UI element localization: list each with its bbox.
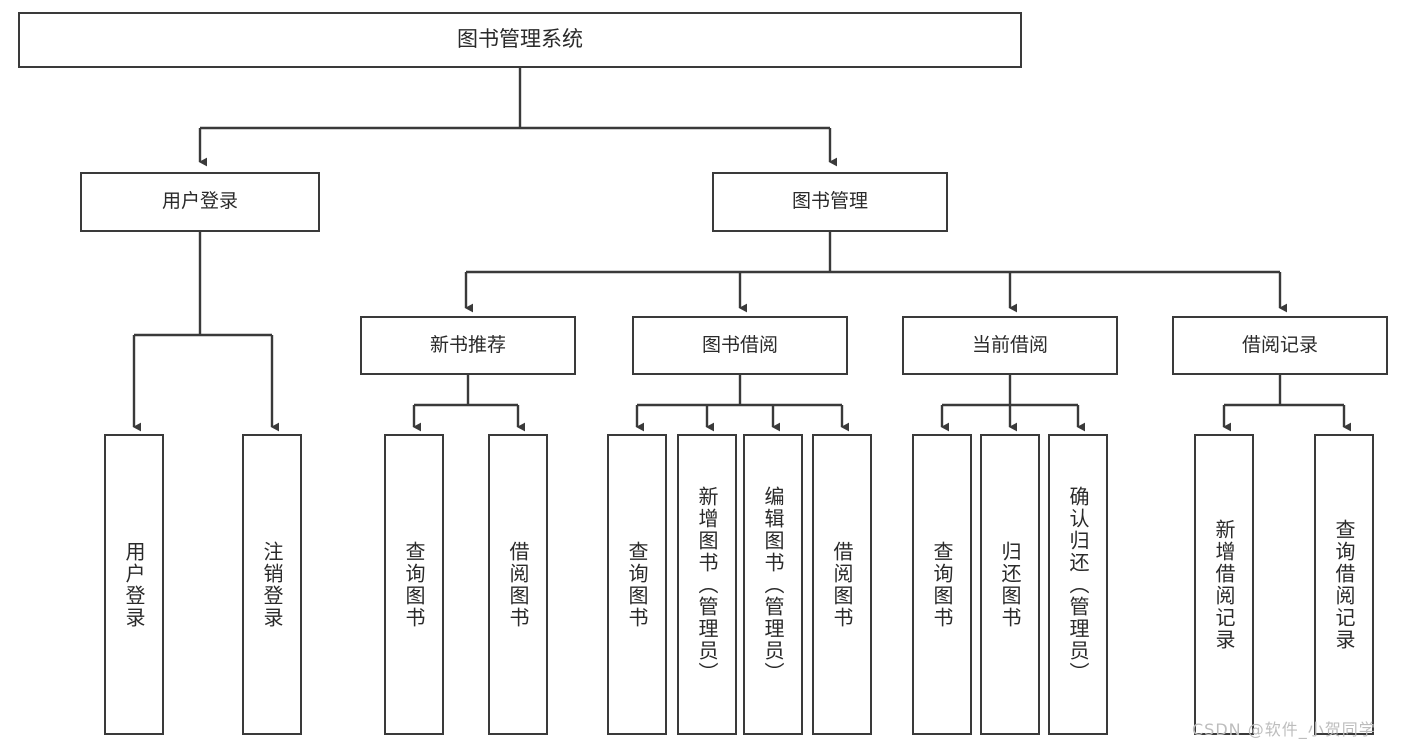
node-root-label: 图书管理系统 — [457, 27, 583, 52]
leaf-borrow-book[interactable]: 借阅图书 — [812, 434, 872, 735]
node-book-borrow[interactable]: 图书借阅 — [632, 316, 848, 375]
leaf-add-borrow-record[interactable]: 新增借阅记录 — [1194, 434, 1254, 735]
leaf-borrow-book-label: 借阅图书 — [830, 540, 854, 629]
node-user-login[interactable]: 用户登录 — [80, 172, 320, 232]
leaf-query-book-current-label: 查询图书 — [930, 540, 954, 629]
leaf-add-book-admin-label: 新增图书（管理员） — [695, 485, 719, 684]
node-new-book-recommend[interactable]: 新书推荐 — [360, 316, 576, 375]
node-book-management-label: 图书管理 — [791, 190, 868, 213]
node-borrow-record[interactable]: 借阅记录 — [1172, 316, 1388, 375]
leaf-query-book-recommend-label: 查询图书 — [402, 540, 426, 629]
node-root[interactable]: 图书管理系统 — [18, 12, 1022, 68]
node-book-borrow-label: 图书借阅 — [701, 333, 778, 356]
leaf-logout-login[interactable]: 注销登录 — [242, 434, 302, 735]
node-current-borrow[interactable]: 当前借阅 — [902, 316, 1118, 375]
leaf-user-login-label: 用户登录 — [122, 540, 146, 629]
leaf-confirm-return-admin[interactable]: 确认归还（管理员） — [1048, 434, 1108, 735]
leaf-return-book[interactable]: 归还图书 — [980, 434, 1040, 735]
leaf-query-book-borrow[interactable]: 查询图书 — [607, 434, 667, 735]
leaf-confirm-return-admin-label: 确认归还（管理员） — [1066, 485, 1090, 684]
node-borrow-record-label: 借阅记录 — [1241, 333, 1318, 356]
node-user-login-label: 用户登录 — [161, 190, 238, 213]
leaf-add-borrow-record-label: 新增借阅记录 — [1212, 518, 1236, 651]
leaf-borrow-book-recommend[interactable]: 借阅图书 — [488, 434, 548, 735]
leaf-query-borrow-record[interactable]: 查询借阅记录 — [1314, 434, 1374, 735]
node-book-management[interactable]: 图书管理 — [712, 172, 948, 232]
leaf-borrow-book-recommend-label: 借阅图书 — [506, 540, 530, 629]
node-current-borrow-label: 当前借阅 — [971, 333, 1048, 356]
leaf-edit-book-admin[interactable]: 编辑图书（管理员） — [743, 434, 803, 735]
leaf-query-book-borrow-label: 查询图书 — [625, 540, 649, 629]
leaf-user-login[interactable]: 用户登录 — [104, 434, 164, 735]
leaf-return-book-label: 归还图书 — [998, 540, 1022, 629]
csdn-watermark: CSDN @软件_小贺同学 — [1192, 720, 1376, 739]
leaf-logout-login-label: 注销登录 — [260, 540, 284, 629]
leaf-edit-book-admin-label: 编辑图书（管理员） — [761, 485, 785, 684]
leaf-query-book-recommend[interactable]: 查询图书 — [384, 434, 444, 735]
leaf-query-borrow-record-label: 查询借阅记录 — [1332, 518, 1356, 651]
leaf-query-book-current[interactable]: 查询图书 — [912, 434, 972, 735]
leaf-add-book-admin[interactable]: 新增图书（管理员） — [677, 434, 737, 735]
node-new-book-recommend-label: 新书推荐 — [429, 333, 506, 356]
